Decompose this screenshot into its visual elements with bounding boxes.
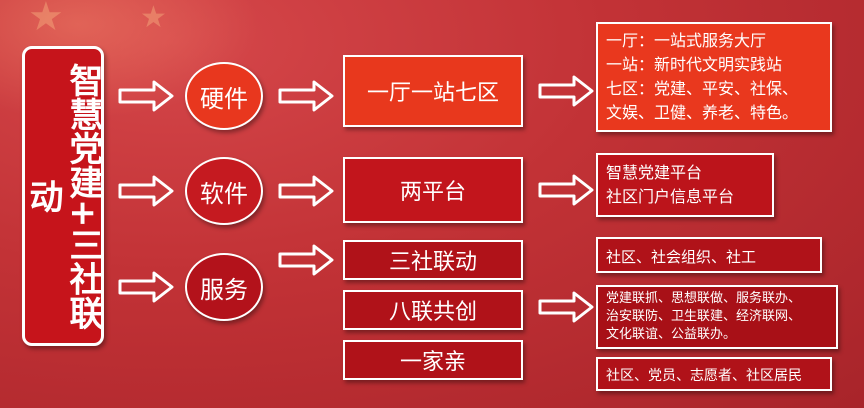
item-label: 一家亲 [399,350,466,375]
detail-line: 文化联谊、公益联办。 [606,327,737,342]
star-icon: ★ [28,0,64,40]
item-eight-links: 八联共创 [343,290,523,330]
category-software: 软件 [185,157,263,225]
arrow-icon [538,291,594,323]
detail-line: 社区、党员、志愿者、社区居民 [606,368,802,384]
item-one-family: 一家亲 [343,340,523,380]
arrow-icon [118,80,174,112]
detail-line: 智慧党建平台 [606,163,703,182]
category-service: 服务 [185,253,263,321]
main-title: 智慧党建+三社联动 [23,62,103,330]
detail-line: 社区、社会组织、社工 [606,248,757,266]
arrow-icon [278,175,334,207]
detail-line: 文娱、卫健、养老、特色。 [606,103,799,122]
arrow-icon [278,244,334,276]
detail-eight-links: 党建联抓、思想联做、服务联办、 治安联防、卫生联建、经济联网、 文化联谊、公益联… [596,285,838,349]
detail-line: 七区：党建、平安、社保、 [606,79,799,98]
detail-line: 一厅：一站式服务大厅 [606,31,767,50]
main-title-box: 智慧党建+三社联动 [22,46,104,346]
item-label: 两平台 [399,180,466,205]
item-hall-station-zones: 一厅一站七区 [343,55,523,127]
item-three-society: 三社联动 [343,240,523,280]
item-two-platforms: 两平台 [343,157,523,223]
category-label: 软件 [200,179,248,208]
detail-three-society: 社区、社会组织、社工 [596,237,822,273]
arrow-icon [538,75,594,107]
item-label: 三社联动 [388,250,477,275]
detail-line: 一站：新时代文明实践站 [606,55,783,74]
detail-line: 社区门户信息平台 [606,187,735,206]
star-icon: ★ [140,0,167,35]
arrow-icon [278,80,334,112]
detail-one-family: 社区、党员、志愿者、社区居民 [596,357,832,391]
category-label: 硬件 [200,84,248,113]
detail-software: 智慧党建平台 社区门户信息平台 [596,153,774,217]
detail-line: 党建联抓、思想联做、服务联办、 [606,291,802,306]
arrow-icon [538,174,594,206]
detail-line: 治安联防、卫生联建、经济联网、 [606,309,802,324]
arrow-icon [118,175,174,207]
detail-hardware: 一厅：一站式服务大厅 一站：新时代文明实践站 七区：党建、平安、社保、 文娱、卫… [596,22,832,132]
arrow-icon [118,271,174,303]
item-label: 一厅一站七区 [366,81,499,106]
item-label: 八联共创 [388,300,477,325]
category-hardware: 硬件 [185,62,263,130]
category-label: 服务 [200,275,248,304]
